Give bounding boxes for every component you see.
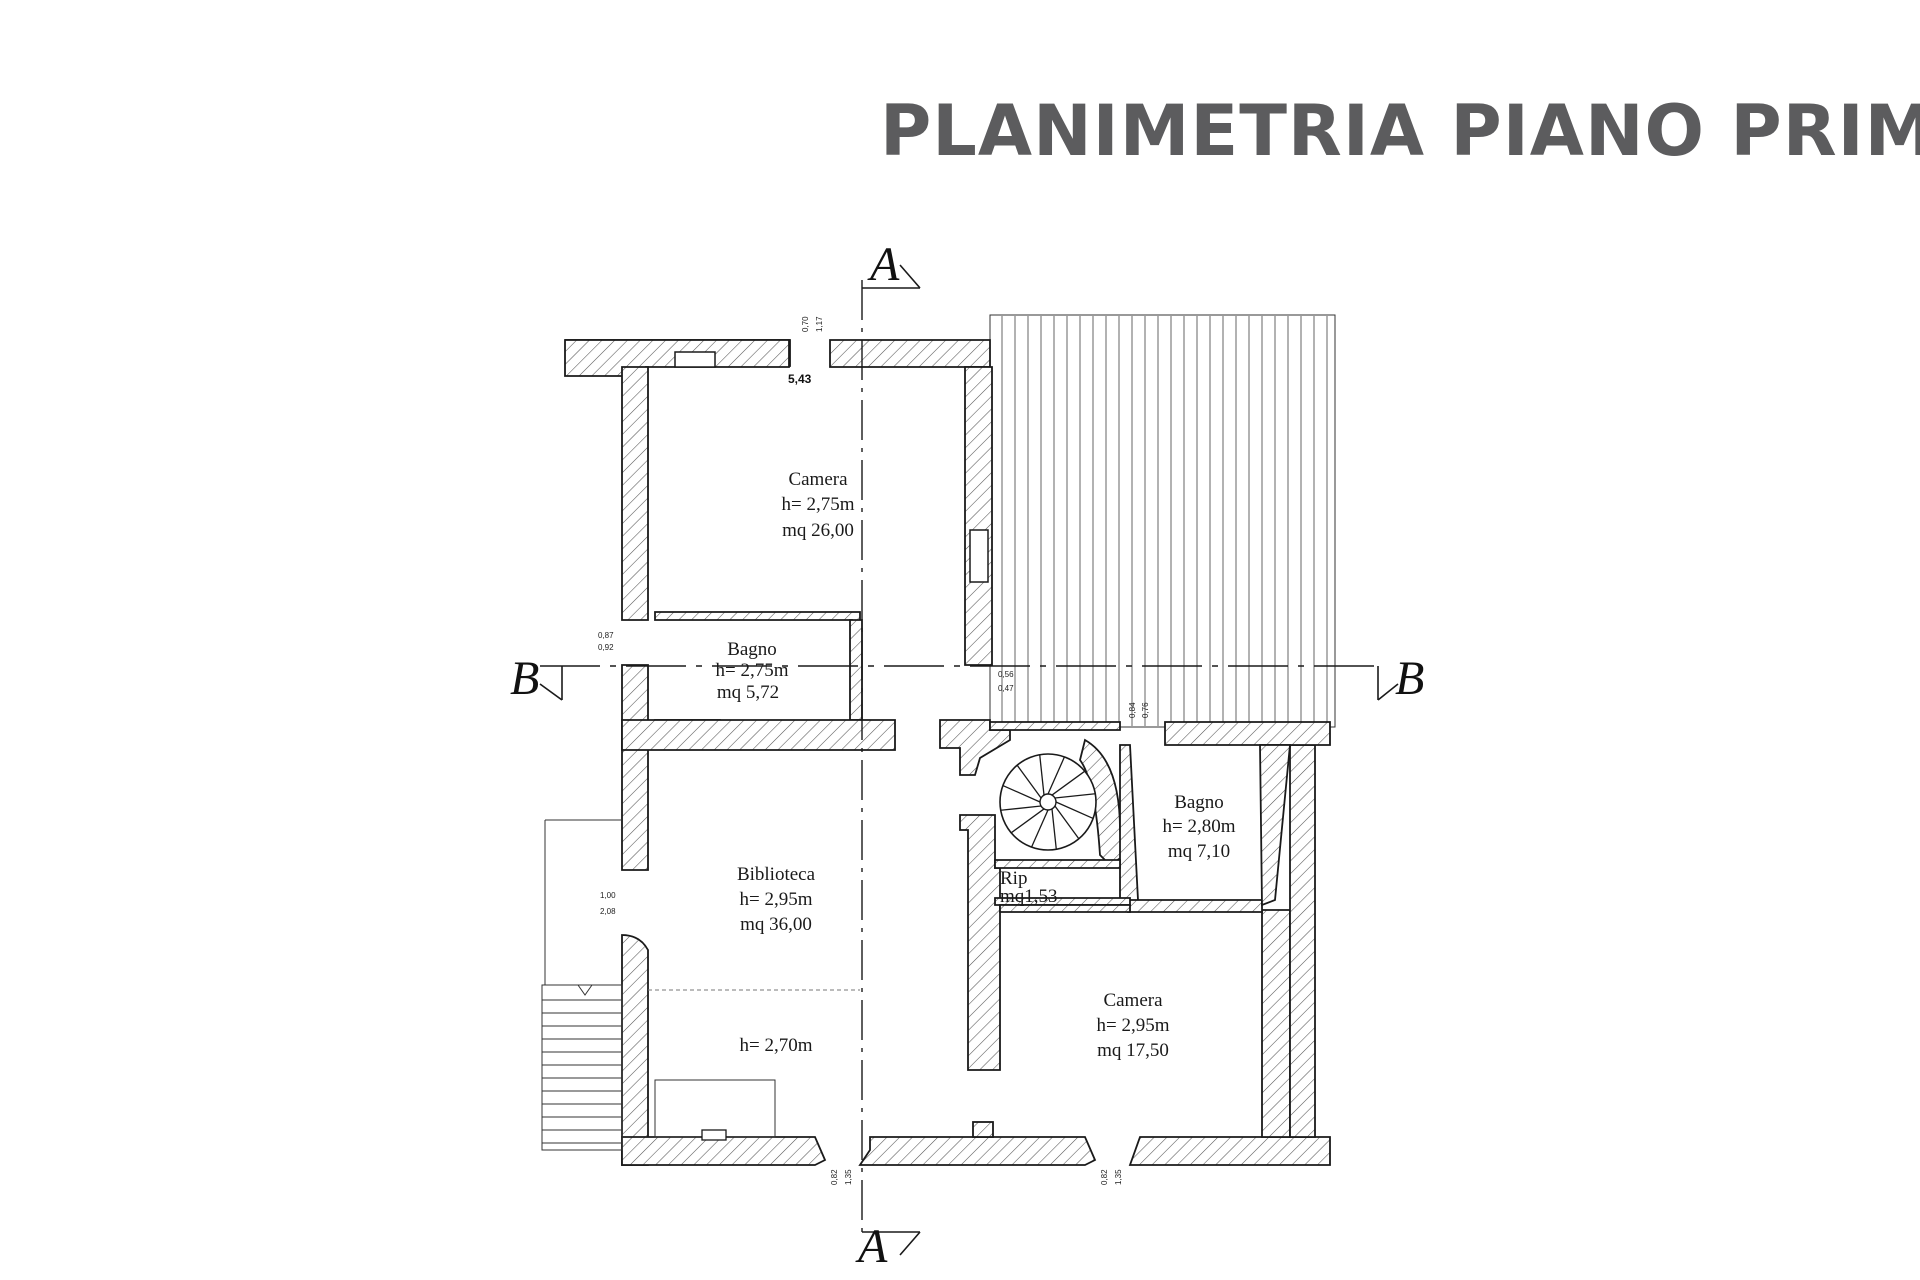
terrace [989,314,1336,728]
room-name: Bagno [1174,792,1224,813]
opening-biblioteca-left-b: 2,08 [600,907,616,916]
room-bagno-left: Bagno h= 2,75m mq 5,72 [716,639,789,703]
room-name: Biblioteca [737,864,816,885]
room-name: Bagno [727,639,777,660]
room-biblioteca: Biblioteca h= 2,95m mq 36,00 h= 2,70m [737,864,816,1056]
room-height: h= 2,95m [1097,1015,1170,1036]
room-area: mq 36,00 [740,914,812,935]
opening-hall-door-a: 0,56 [998,670,1014,679]
opening-bottom-right-b: 1,35 [1114,1169,1123,1185]
section-line-b [539,665,1399,701]
section-a-top-label: A [867,238,900,291]
section-a-bottom-label: A [855,1220,888,1273]
section-b-right-label: B [1395,652,1424,705]
room-height: h= 2,75m [782,494,855,515]
section-b-left-label: B [510,652,539,705]
room-area: mq 17,50 [1097,1040,1169,1061]
exterior-stairs [541,819,623,1151]
room-height: h= 2,75m [716,660,789,681]
top-dimension: 5,43 [788,372,812,386]
room-height: h= 2,95m [740,889,813,910]
section-line-a [861,264,921,1256]
room-name: Camera [788,469,848,490]
room-area: mq1,53 [1000,886,1058,907]
opening-bottom-right-a: 0,82 [1100,1169,1109,1185]
room-height-lower: h= 2,70m [740,1035,813,1056]
opening-hall-door-b: 0,47 [998,684,1014,693]
room-ripostiglio: Rip mq1,53 [1000,868,1058,907]
opening-bagno-right-a: 0,84 [1128,702,1137,718]
room-camera-top: Camera h= 2,75m mq 26,00 [782,469,855,541]
opening-biblioteca-left-a: 1,00 [600,891,616,900]
opening-top-window-b: 1,17 [815,316,824,332]
room-camera-bottom: Camera h= 2,95m mq 17,50 [1097,990,1170,1061]
opening-bottom-left-a: 0,82 [830,1169,839,1185]
room-name: Rip [1000,868,1027,889]
opening-bagno-left-a: 0,87 [598,631,614,640]
room-height: h= 2,80m [1163,816,1236,837]
opening-bagno-left-b: 0,92 [598,643,614,652]
opening-bagno-right-b: 0,76 [1141,702,1150,718]
room-area: mq 5,72 [717,682,779,703]
opening-bottom-left-b: 1,35 [844,1169,853,1185]
room-name: Camera [1103,990,1163,1011]
room-area: mq 7,10 [1168,841,1230,862]
room-bagno-right: Bagno h= 2,80m mq 7,10 [1163,792,1236,862]
spiral-staircase [999,753,1097,851]
room-area: mq 26,00 [782,520,854,541]
walls [564,339,1331,1166]
opening-top-window-a: 0,70 [801,316,810,332]
page-title: PLANIMETRIA PIANO PRIMO [880,90,1920,172]
